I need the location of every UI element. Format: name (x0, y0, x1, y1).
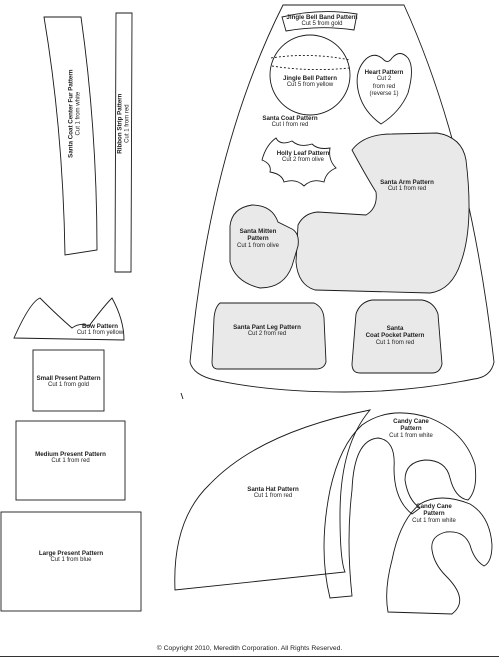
jingle-bell-band-title: Jingle Bell Band Pattern (286, 14, 358, 21)
holly-leaf-title: Holly Leaf Pattern (276, 150, 330, 157)
holly-leaf-cut: Cut 2 from olive (281, 157, 324, 164)
santa-pant-leg-shape (211, 302, 327, 370)
heart-shape (356, 53, 412, 125)
candy-cane-2-cut: Cut 1 from white (412, 517, 456, 524)
ribbon-strip-shape (114, 12, 133, 273)
medium-present-cut: Cut 1 from red (51, 458, 90, 465)
santa-coat-pocket-cut: Cut 1 from red (375, 339, 415, 346)
medium-present-title: Medium Present Pattern (35, 451, 106, 458)
candy-cane-1-title-line-1: Candy Cane (393, 418, 429, 425)
santa-arm-title: Santa Arm Pattern (380, 179, 434, 186)
candy-cane-2-title-line-1: Candy Cane (416, 503, 452, 510)
candy-cane-2-title-line-2: Pattern (423, 510, 445, 518)
santa-coat-shape (189, 4, 495, 393)
santa-arm-shape (295, 132, 470, 294)
santa-mitten-shape (229, 204, 299, 289)
large-present-cut: Cut 1 from blue (50, 557, 92, 564)
santa-mitten-title-line-2: Pattern (247, 235, 269, 243)
santa-coat-label: Santa Coat Pattern Cut I from red (255, 115, 325, 130)
small-present-label: Small Present Pattern Cut 1 from gold (33, 375, 104, 390)
heart-title: Heart Pattern (364, 69, 404, 76)
jingle-bell-title: Jingle Bell Pattern (283, 75, 337, 82)
heart-cut-line-2: from red (372, 83, 396, 90)
santa-hat-shape (174, 409, 372, 591)
bow-shape (13, 297, 125, 341)
santa-hat-cut: Cut 1 from red (253, 493, 293, 500)
registration-mark (180, 392, 184, 400)
bow-cut: Cut 1 from yellow (76, 330, 124, 337)
santa-coat-pocket-title-line-1: Santa (386, 325, 404, 332)
jingle-bell-band-label: Jingle Bell Band Pattern Cut 5 from gold (277, 14, 367, 29)
medium-present-label: Medium Present Pattern Cut 1 from red (16, 451, 125, 466)
santa-hat-title: Santa Hat Pattern (247, 486, 299, 493)
santa-coat-center-fur-shape (43, 16, 98, 256)
footer-rule (0, 656, 499, 657)
candy-cane-1-shape (323, 412, 477, 599)
holly-leaf-label: Holly Leaf Pattern Cut 2 from olive (268, 150, 338, 165)
jingle-bell-seam (270, 54, 351, 61)
candy-cane-1-cut: Cut 1 from white (389, 432, 433, 439)
santa-coat-pocket-label: Santa Coat Pocket Pattern Cut 1 from red (355, 325, 435, 347)
santa-pant-leg-title: Santa Pant Leg Pattern (233, 324, 301, 331)
santa-pant-leg-cut: Cut 2 from red (247, 331, 287, 338)
candy-cane-1-title-line-2: Pattern (400, 425, 422, 433)
bow-title: Bow Pattern (81, 323, 119, 330)
small-present-cut: Cut 1 from gold (47, 382, 90, 389)
santa-pant-leg-label: Santa Pant Leg Pattern Cut 2 from red (222, 324, 312, 339)
heart-cut-line-3: (reverse 1) (369, 90, 399, 97)
santa-coat-title: Santa Coat Pattern (262, 115, 318, 122)
candy-cane-2-label: Candy Cane Pattern Cut 1 from white (398, 503, 470, 525)
santa-hat-label: Santa Hat Pattern Cut 1 from red (233, 486, 313, 501)
candy-cane-1-label: Candy Cane Pattern Cut 1 from white (375, 418, 447, 440)
large-present-shape (0, 511, 142, 612)
santa-coat-cut: Cut I from red (271, 122, 309, 129)
jingle-bell-cut: Cut 5 from yellow (286, 82, 334, 89)
holly-leaf-shape (261, 137, 337, 187)
large-present-label: Large Present Pattern Cut 1 from blue (1, 550, 141, 565)
ribbon-strip-title: Ribbon Strip Pattern (116, 93, 124, 154)
heart-label: Heart Pattern Cut 2 from red (reverse 1) (358, 69, 410, 98)
santa-coat-center-fur-title: Santa Coat Center Fur Pattern (67, 69, 75, 158)
ribbon-strip-cut: Cut 1 from red (124, 104, 131, 143)
candy-cane-2-shape (386, 497, 493, 615)
bow-label: Bow Pattern Cut 1 from yellow (60, 323, 140, 338)
jingle-bell-seam (271, 65, 350, 71)
large-present-title: Large Present Pattern (38, 550, 104, 557)
jingle-bell-band-shape (281, 11, 358, 32)
small-present-shape (32, 349, 105, 412)
santa-mitten-cut: Cut 1 from olive (236, 242, 279, 249)
ribbon-strip-label: Ribbon Strip Pattern Cut 1 from red (116, 84, 131, 164)
santa-coat-center-fur-label: Santa Coat Center Fur Pattern Cut 1 from… (67, 54, 82, 174)
jingle-bell-shape (269, 34, 351, 116)
santa-mitten-label: Santa Mitten Pattern Cut 1 from olive (228, 228, 288, 250)
santa-coat-pocket-title-line-2: Coat Pocket Pattern (365, 332, 425, 340)
santa-mitten-title-line-1: Santa Mitten (239, 228, 277, 235)
santa-coat-pocket-shape (351, 299, 443, 374)
santa-coat-center-fur-cut: Cut 1 from white (75, 91, 82, 136)
copyright-notice: © Copyright 2010, Meredith Corporation. … (156, 645, 343, 652)
heart-cut-line-1: Cut 2 (376, 76, 392, 83)
santa-arm-cut: Cut 1 from red (387, 186, 427, 193)
santa-arm-label: Santa Arm Pattern Cut 1 from red (372, 179, 442, 194)
jingle-bell-label: Jingle Bell Pattern Cut 5 from yellow (270, 75, 350, 90)
medium-present-shape (15, 420, 126, 501)
jingle-bell-band-cut: Cut 5 from gold (301, 21, 343, 28)
small-present-title: Small Present Pattern (36, 375, 101, 382)
